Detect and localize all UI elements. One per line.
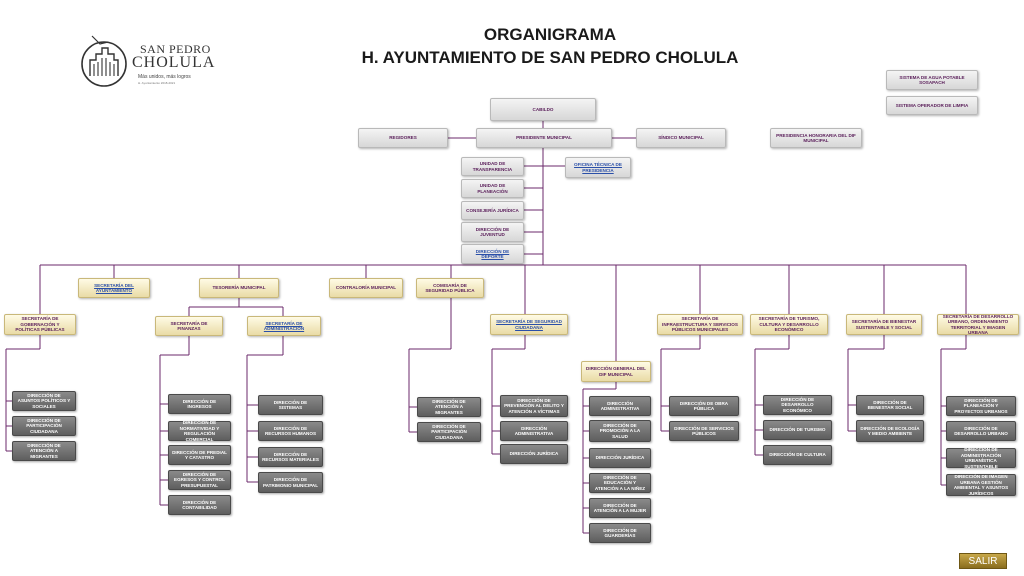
infraestructura-box[interactable]: SECRETARÍA DE INFRAESTRUCTURA Y SERVICIO… xyxy=(657,314,743,335)
secretaria-ayuntamiento-box[interactable]: SECRETARÍA DEL AYUNTAMIENTO xyxy=(78,278,150,298)
dif-educacion-box[interactable]: DIRECCIÓN DE EDUCACIÓN Y ATENCIÓN A LA N… xyxy=(589,473,651,493)
tesoreria-box[interactable]: TESORERÍA MUNICIPAL xyxy=(199,278,279,298)
comisaria-box[interactable]: COMISARÍA DE SEGURIDAD PÚBLICA xyxy=(416,278,484,298)
gob-migrantes-box[interactable]: DIRECCIÓN DE ATENCIÓN A MIGRANTES xyxy=(12,441,76,461)
logo-line1: SAN PEDRO xyxy=(140,42,211,56)
logo-tagline: Más unidos, más logros xyxy=(138,74,191,80)
dif-administrativa-box[interactable]: DIRECCIÓN ADMINISTRATIVA xyxy=(589,396,651,416)
gob-asuntos-politicos-box[interactable]: DIRECCIÓN DE ASUNTOS POLÍTICOS Y SOCIALE… xyxy=(12,391,76,411)
seg-administrativa-box[interactable]: DIRECCIÓN ADMINISTRATIVA xyxy=(500,421,568,441)
logo-sub: H. Ayuntamiento 2018-2021 xyxy=(138,81,176,85)
salir-button[interactable]: SALIR xyxy=(959,553,1007,569)
cabildo-box[interactable]: CABILDO xyxy=(490,98,596,121)
tur-desarrollo-economico-box[interactable]: DIRECCIÓN DE DESARROLLO ECONÓMICO xyxy=(763,395,832,415)
gobernacion-box[interactable]: SECRETARÍA DE GOBERNACIÓN Y POLÍTICAS PÚ… xyxy=(4,314,76,335)
regidores-box[interactable]: REGIDORES xyxy=(358,128,448,148)
contraloria-box[interactable]: CONTRALORÍA MUNICIPAL xyxy=(329,278,403,298)
planeacion-box[interactable]: UNIDAD DE PLANEACIÓN xyxy=(461,179,524,198)
inf-servicios-publicos-box[interactable]: DIRECCIÓN DE SERVICIOS PÚBLICOS xyxy=(669,421,739,441)
fin-egresos-box[interactable]: DIRECCIÓN DE EGRESOS Y CONTROL PRESUPUES… xyxy=(168,470,231,490)
limpia-box[interactable]: SISTEMA OPERADOR DE LIMPIA xyxy=(886,96,978,115)
seg-juridica-box[interactable]: DIRECCIÓN JURÍDICA xyxy=(500,444,568,464)
oficina-tecnica-box[interactable]: OFICINA TÉCNICA DE PRESIDENCIA xyxy=(565,157,631,178)
tur-cultura-box[interactable]: DIRECCIÓN DE CULTURA xyxy=(763,445,832,465)
page-title: ORGANIGRAMA xyxy=(483,25,617,44)
deporte-box[interactable]: DIRECCIÓN DE DEPORTE xyxy=(461,244,524,264)
dif-mujer-box[interactable]: DIRECCIÓN DE ATENCIÓN A LA MUJER xyxy=(589,498,651,518)
dif-honoraria-box[interactable]: PRESIDENCIA HONORARIA DEL DIF MUNICIPAL xyxy=(770,128,862,148)
urb-desarrollo-urbano-box[interactable]: DIRECCIÓN DE DESARROLLO URBANO xyxy=(946,421,1016,441)
dif-direccion-general-box[interactable]: DIRECCIÓN GENERAL DEL DIF MUNICIPAL xyxy=(581,361,651,382)
juventud-box[interactable]: DIRECCIÓN DE JUVENTUD xyxy=(461,222,524,242)
presidente-box[interactable]: PRESIDENTE MUNICIPAL xyxy=(476,128,612,148)
bienestar-box[interactable]: SECRETARÍA DE BIENESTAR SUSTENTABLE Y SO… xyxy=(846,314,922,335)
sindico-box[interactable]: SÍNDICO MUNICIPAL xyxy=(636,128,726,148)
seg-prevencion-box[interactable]: DIRECCIÓN DE PREVENCIÓN AL DELITO Y ATEN… xyxy=(500,395,568,417)
bie-bienestar-social-box[interactable]: DIRECCIÓN DE BIENESTAR SOCIAL xyxy=(856,395,924,415)
fin-contabilidad-box[interactable]: DIRECCIÓN DE CONTABILIDAD xyxy=(168,495,231,515)
administracion-box[interactable]: SECRETARÍA DE ADMINISTRACIÓN xyxy=(247,316,321,336)
fin-normatividad-box[interactable]: DIRECCIÓN DE NORMATIVIDAD Y REGULACIÓN C… xyxy=(168,420,231,442)
adm-patrimonio-box[interactable]: DIRECCIÓN DE PATRIMONIO MUNICIPAL xyxy=(258,472,323,493)
municipality-logo: SAN PEDRO CHOLULA Más unidos, más logros… xyxy=(78,32,218,92)
com-migrantes-box[interactable]: DIRECCIÓN DE ATENCIÓN A MIGRANTES xyxy=(417,397,481,417)
dif-juridica-box[interactable]: DIRECCIÓN JURÍDICA xyxy=(589,448,651,468)
bie-ecologia-box[interactable]: DIRECCIÓN DE ECOLOGÍA Y MEDIO AMBIENTE xyxy=(856,420,924,442)
dif-guarderias-box[interactable]: DIRECCIÓN DE GUARDERÍAS xyxy=(589,523,651,543)
adm-recursos-materiales-box[interactable]: DIRECCIÓN DE RECURSOS MATERIALES xyxy=(258,447,323,467)
pyramid-emblem-icon xyxy=(81,35,127,87)
dif-salud-box[interactable]: DIRECCIÓN DE PROMOCIÓN A LA SALUD xyxy=(589,420,651,442)
page-subtitle: H. AYUNTAMIENTO DE SAN PEDRO CHOLULA xyxy=(361,48,739,67)
seguridad-ciudadana-box[interactable]: SECRETARÍA DE SEGURIDAD CIUDADANA xyxy=(490,314,568,335)
logo-line2: CHOLULA xyxy=(132,54,216,71)
fin-ingresos-box[interactable]: DIRECCIÓN DE INGRESOS xyxy=(168,394,231,414)
com-participacion-box[interactable]: DIRECCIÓN DE PARTICIPACIÓN CIUDADANA xyxy=(417,422,481,442)
consejeria-box[interactable]: CONSEJERÍA JURÍDICA xyxy=(461,201,524,220)
gob-participacion-box[interactable]: DIRECCIÓN DE PARTICIPACIÓN CIUDADANA xyxy=(12,416,76,436)
inf-obra-publica-box[interactable]: DIRECCIÓN DE OBRA PÚBLICA xyxy=(669,396,739,416)
tur-turismo-box[interactable]: DIRECCIÓN DE TURISMO xyxy=(763,420,832,440)
finanzas-box[interactable]: SECRETARÍA DE FINANZAS xyxy=(155,316,223,336)
adm-recursos-humanos-box[interactable]: DIRECCIÓN DE RECURSOS HUMANOS xyxy=(258,421,323,441)
desarrollo-urbano-box[interactable]: SECRETARÍA DE DESARROLLO URBANO, ORDENAM… xyxy=(937,314,1019,335)
turismo-box[interactable]: SECRETARÍA DE TURISMO, CULTURA Y DESARRO… xyxy=(750,314,828,335)
urb-administracion-box[interactable]: DIRECCIÓN DE ADMINISTRACIÓN URBANÍSTICA … xyxy=(946,447,1016,469)
urb-imagen-urbana-box[interactable]: DIRECCIÓN DE IMAGEN URBANA GESTIÓN AMBIE… xyxy=(946,474,1016,496)
urb-planeacion-box[interactable]: DIRECCIÓN DE PLANEACIÓN Y PROYECTOS URBA… xyxy=(946,396,1016,416)
sosapach-box[interactable]: SISTEMA DE AGUA POTABLE SOSAPACH xyxy=(886,70,978,90)
adm-sistemas-box[interactable]: DIRECCIÓN DE SISTEMAS xyxy=(258,395,323,415)
transparencia-box[interactable]: UNIDAD DE TRANSPARENCIA xyxy=(461,157,524,176)
fin-predial-box[interactable]: DIRECCIÓN DE PREDIAL Y CATASTRO xyxy=(168,445,231,465)
